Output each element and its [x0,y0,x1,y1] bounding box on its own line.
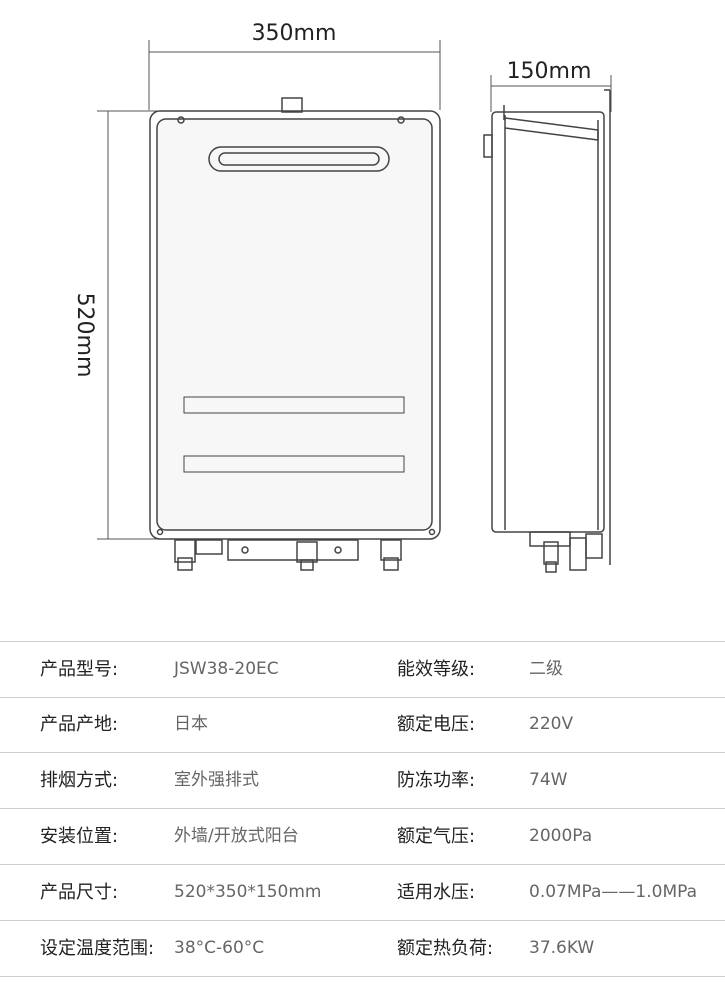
spec-label: 安装位置: [40,826,119,847]
depth-label: 150mm [507,59,592,84]
spec-row: 设定温度范围: 38°C-60°C 额定热负荷: 37.6KW [0,921,725,977]
spec-value: 0.07MPa——1.0MPa [529,882,698,902]
spec-label: 防冻功率: [397,770,476,791]
spec-row: 产品型号: JSW38-20EC 能效等级: 二级 [0,641,725,698]
spec-row: 安装位置: 外墙/开放式阳台 额定气压: 2000Pa [0,809,725,865]
spec-label: 设定温度范围: [40,938,155,959]
spec-label: 产品尺寸: [40,882,119,903]
height-dimension [97,110,160,540]
width-label: 350mm [252,21,337,46]
spec-label: 额定热负荷: [397,938,494,959]
spec-label: 额定电压: [397,714,476,735]
spec-label: 排烟方式: [40,770,119,791]
spec-value: 38°C-60°C [174,938,265,958]
spec-value: 二级 [529,659,563,679]
product-drawing: 350mm 150mm 520mm [72,21,612,573]
spec-label: 能效等级: [397,659,476,680]
spec-row: 产品产地: 日本 额定电压: 220V [0,697,725,753]
spec-value: 220V [529,714,574,734]
spec-value: 日本 [174,714,208,734]
spec-value: 74W [529,770,568,790]
spec-value: 520*350*150mm [174,882,322,902]
front-view [149,97,441,571]
spec-value: 室外强排式 [174,770,259,790]
spec-row: 产品尺寸: 520*350*150mm 适用水压: 0.07MPa——1.0MP… [0,865,725,921]
side-view [483,89,611,573]
spec-label: 产品型号: [40,659,119,680]
spec-label: 适用水压: [397,882,476,903]
spec-row: 排烟方式: 室外强排式 防冻功率: 74W [0,753,725,809]
spec-value: 2000Pa [529,826,593,846]
spec-value: 37.6KW [529,938,595,958]
spec-label: 产品产地: [40,714,119,735]
spec-label: 额定气压: [397,826,476,847]
width-dimension [148,40,441,110]
spec-value: 外墙/开放式阳台 [174,826,299,846]
height-label: 520mm [72,293,97,378]
spec-value: JSW38-20EC [174,659,279,679]
depth-dimension [490,75,612,112]
